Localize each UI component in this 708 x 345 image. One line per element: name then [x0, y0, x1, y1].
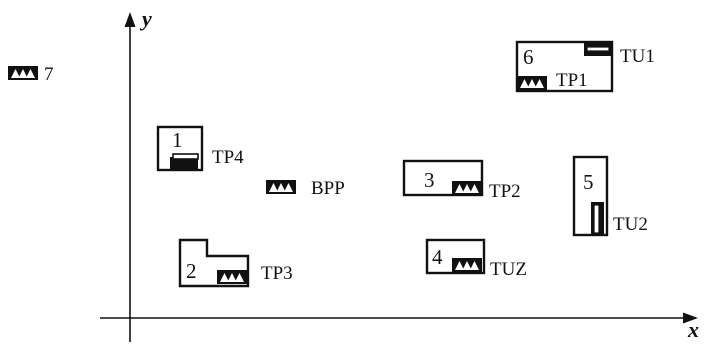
- building-6-label-2: TU1: [620, 46, 655, 67]
- bpp-substation: BPP: [266, 178, 345, 199]
- building-1-number: 1: [172, 128, 183, 152]
- transformer-station-icon: [452, 181, 482, 195]
- legend-label: 7: [44, 64, 54, 85]
- building-1: 1 TP4: [156, 125, 244, 172]
- building-4-label: TUZ: [490, 259, 527, 280]
- building-2-label: TP3: [261, 263, 293, 284]
- building-4: 4 TUZ: [425, 238, 527, 280]
- transformer-station-icon: [266, 180, 296, 194]
- building-6: 6 TU1 TP1: [515, 40, 655, 93]
- legend-7: 7: [8, 64, 54, 85]
- building-5-label: TU2: [613, 214, 648, 235]
- y-axis: [124, 12, 136, 342]
- building-3-number: 3: [424, 168, 435, 192]
- building-6-label: TP1: [556, 70, 588, 91]
- x-axis: [100, 312, 698, 324]
- building-2-number: 2: [186, 259, 197, 283]
- x-axis-label: x: [687, 317, 699, 342]
- transformer-station-icon: [8, 66, 38, 80]
- building-3: 3 TP2: [402, 159, 521, 202]
- bpp-label: BPP: [311, 178, 345, 199]
- transformer-station-icon: [217, 270, 247, 284]
- x-axis-arrow-icon: [683, 312, 698, 324]
- building-4-number: 4: [432, 245, 443, 269]
- building-1-corner-mark: [170, 157, 198, 170]
- transformer-station-icon: [517, 76, 547, 90]
- building-2: 2 TP3: [178, 238, 293, 288]
- y-axis-label: y: [139, 6, 152, 31]
- building-3-label: TP2: [489, 181, 521, 202]
- transformer-station-icon: [452, 258, 482, 272]
- building-1-label: TP4: [212, 147, 244, 168]
- building-5-number: 5: [583, 170, 594, 194]
- building-5: 5 TU2: [572, 155, 648, 237]
- building-6-number: 6: [523, 45, 534, 69]
- y-axis-arrow-icon: [124, 12, 136, 27]
